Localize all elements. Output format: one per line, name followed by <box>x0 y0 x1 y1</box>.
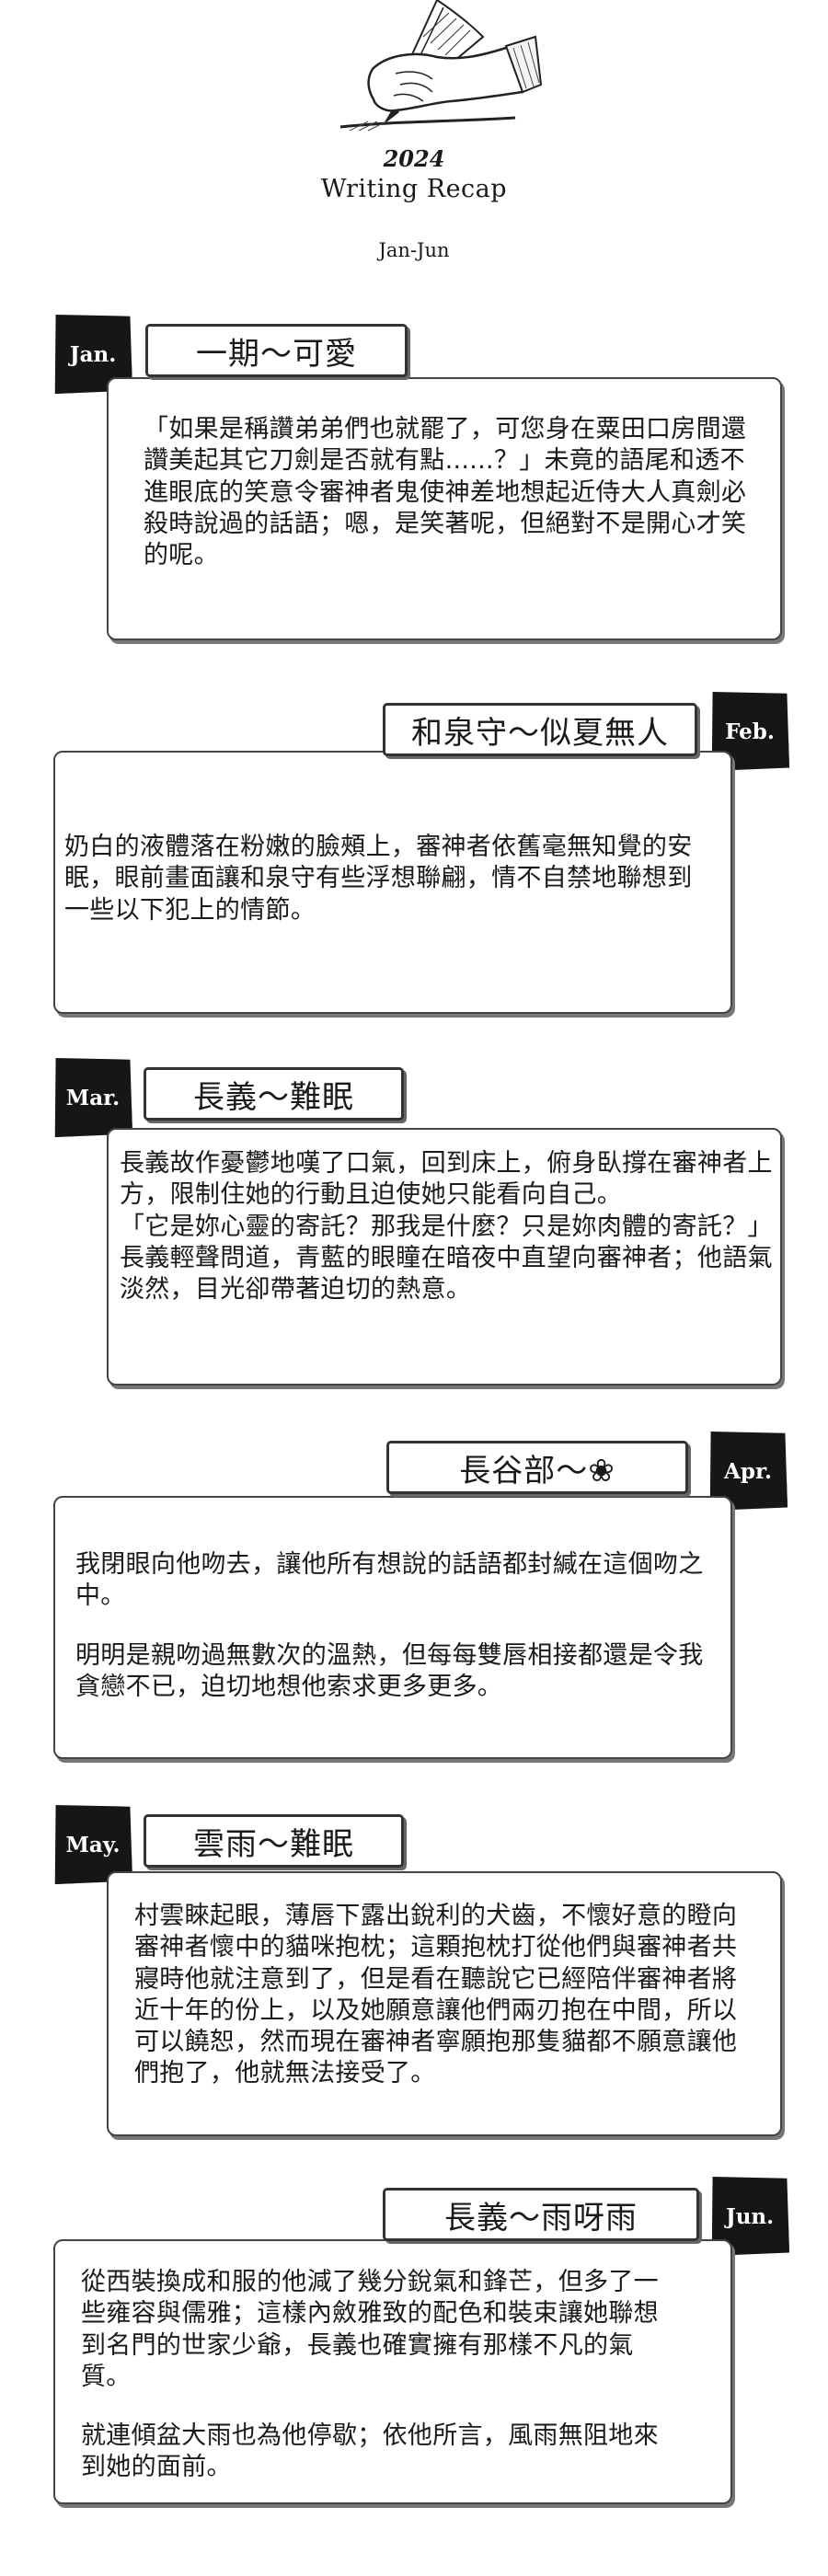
entry-text: 長義輕聲問道，青藍的眼瞳在暗夜中直望向審神者；他語氣淡然，目光卻帶著迫切的熱意。 <box>120 1243 773 1305</box>
entry-title: 一期～可愛 <box>145 324 408 377</box>
month-tag: Mar. <box>54 1058 132 1137</box>
entry-title: 雲雨～難眠 <box>144 1814 404 1868</box>
entry-card: 奶白的液體落在粉嫩的臉頰上，審神者依舊毫無知覺的安眠，眼前畫面讓和泉守有些浮想聯… <box>53 751 732 1014</box>
entry-text: 長義故作憂鬱地嘆了口氣，回到床上，俯身臥撐在審神者上方，限制住她的行動且迫使她只… <box>120 1149 773 1210</box>
entry-text: 「如果是稱讚弟弟們也就罷了，可您身在粟田口房間還讚美起其它刀劍是否就有點....… <box>144 415 747 570</box>
entry-text: 就連傾盆大雨也為他停歇；依他所言，風雨無阻地來到她的面前。 <box>81 2421 659 2482</box>
entry-title: 長義～難眠 <box>144 1067 404 1121</box>
entry-text: 「它是妳心靈的寄託？那我是什麼？只是妳肉體的寄託？」 <box>120 1212 773 1241</box>
entry-card: 從西裝換成和服的他減了幾分銳氣和鋒芒，但多了一些雍容與儒雅；這樣內斂雅致的配色和… <box>53 2239 732 2504</box>
entry-title: 長谷部～❀ <box>386 1441 688 1494</box>
entry-card: 村雲睞起眼，薄唇下露出銳利的犬齒，不懷好意的瞪向審神者懷中的貓咪抱枕；這顆抱枕打… <box>107 1871 782 2136</box>
entry-title: 和泉守～似夏無人 <box>383 703 697 756</box>
month-tag: May. <box>54 1805 132 1884</box>
entry-text: 奶白的液體落在粉嫩的臉頰上，審神者依舊毫無知覺的安眠，眼前畫面讓和泉守有些浮想聯… <box>64 833 693 925</box>
entry-card: 長義故作憂鬱地嘆了口氣，回到床上，俯身臥撐在審神者上方，限制住她的行動且迫使她只… <box>107 1128 782 1386</box>
recap-title: Writing Recap <box>320 175 508 203</box>
entry-card: 「如果是稱讚弟弟們也就罷了，可您身在粟田口房間還讚美起其它刀劍是否就有點....… <box>107 377 782 640</box>
entry-title: 長義～雨呀雨 <box>383 2188 699 2241</box>
entry-text: 村雲睞起眼，薄唇下露出銳利的犬齒，不懷好意的瞪向審神者懷中的貓咪抱枕；這顆抱枕打… <box>134 1902 738 2088</box>
entry-card: 我閉眼向他吻去，讓他所有想說的話語都封緘在這個吻之中。 明明是親吻過無數次的溫熱… <box>53 1496 732 1759</box>
quill-hand-illustration <box>339 0 543 132</box>
entry-text: 從西裝換成和服的他減了幾分銳氣和鋒芒，但多了一些雍容與儒雅；這樣內斂雅致的配色和… <box>81 2268 659 2391</box>
date-range: Jan-Jun <box>378 239 450 261</box>
recap-header: 2024 Writing Recap Jan-Jun <box>0 0 828 294</box>
year-label: 2024 <box>383 145 445 172</box>
entry-text: 明明是親吻過無數次的溫熱，但每每雙唇相接都還是令我貪戀不已，迫切地想他索求更多更… <box>75 1640 704 1701</box>
entry-text: 我閉眼向他吻去，讓他所有想說的話語都封緘在這個吻之中。 <box>75 1550 704 1611</box>
month-tag: Jan. <box>54 315 132 394</box>
